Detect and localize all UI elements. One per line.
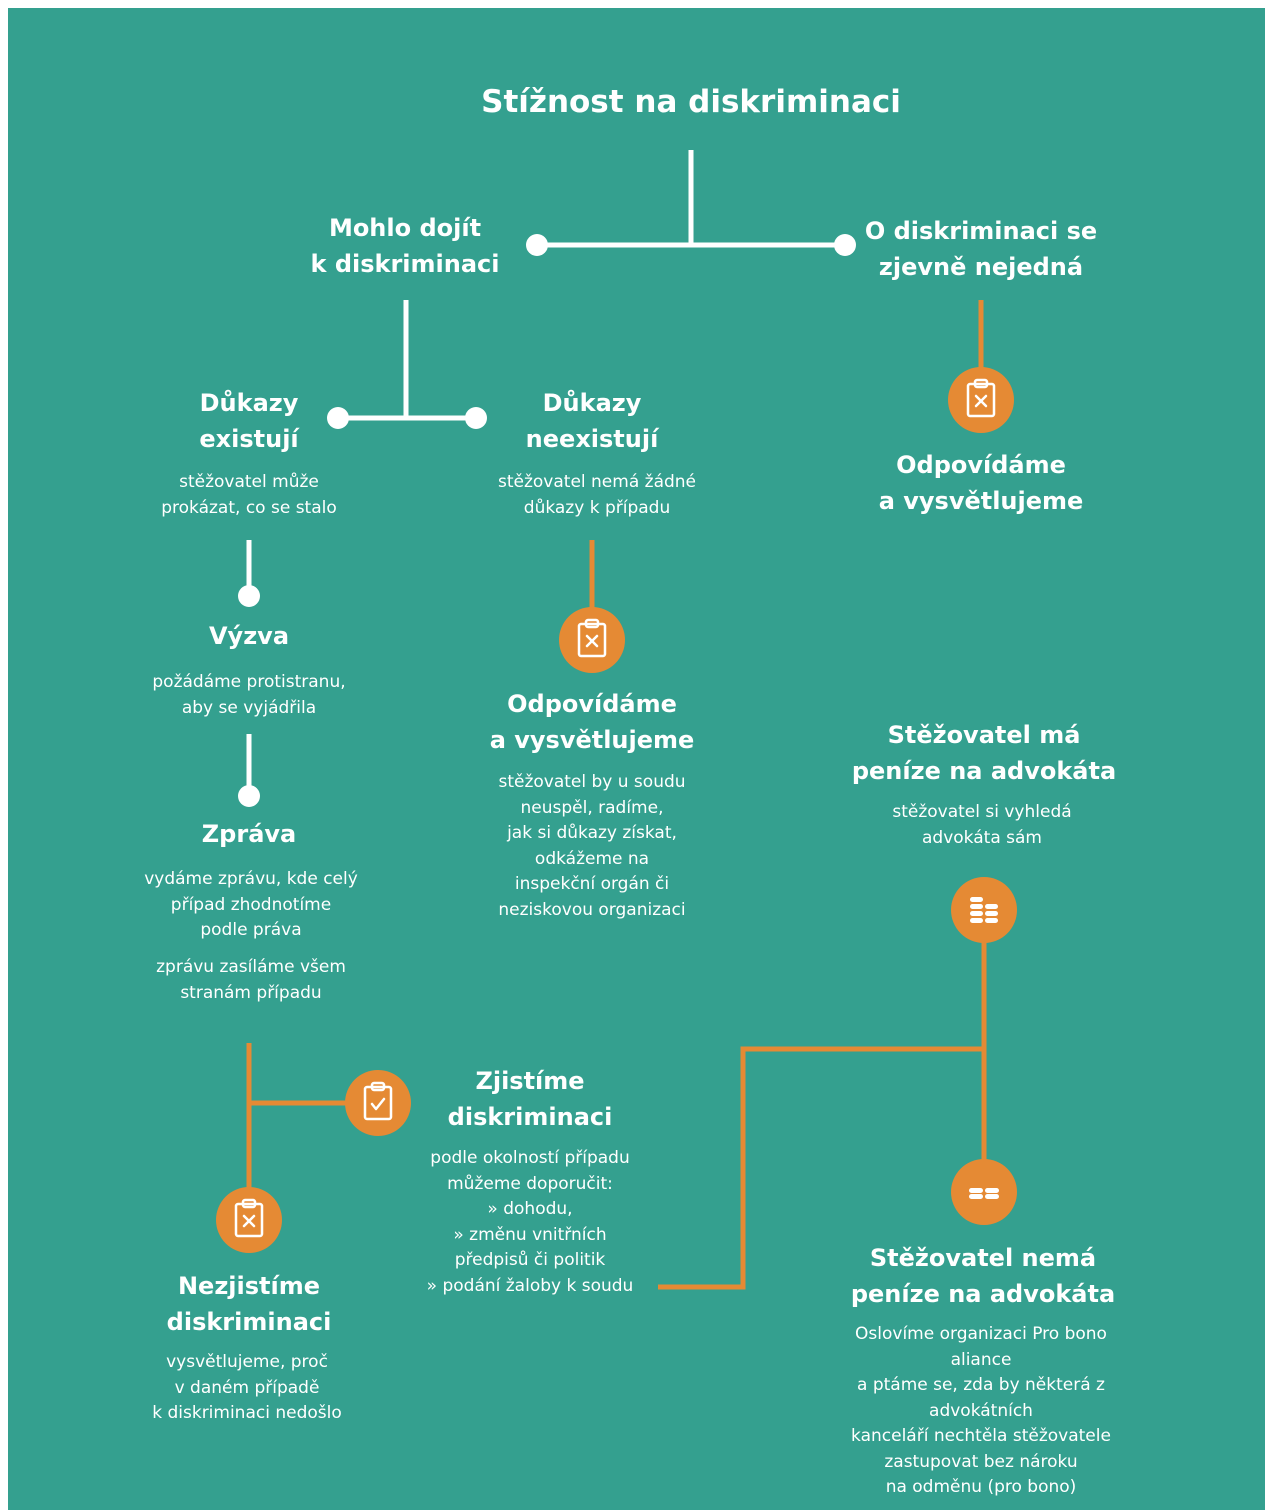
respond-center-text: stěžovatel by u soudu neuspěl, radíme, j… bbox=[498, 772, 686, 920]
respond-center-title: Odpovídáme a vysvětlujeme bbox=[489, 690, 695, 754]
report-text-evaluation: vydáme zprávu, kde celý případ zhodnotím… bbox=[144, 869, 358, 940]
node-dot bbox=[465, 407, 487, 429]
evidence-missing-text: stěžovatel nemá žádné důkazy k případu bbox=[497, 472, 697, 518]
evidence-exists-text: stěžovatel může prokázat, co se stalo bbox=[161, 472, 337, 518]
clipboard-check-icon bbox=[345, 1070, 411, 1136]
node-dot bbox=[238, 585, 260, 607]
found-recommendations: podle okolností případu můžeme doporučit… bbox=[426, 1148, 634, 1296]
clipboard-x-icon bbox=[216, 1187, 282, 1253]
no-money-text: Oslovíme organizaci Pro bono aliance a p… bbox=[851, 1324, 1111, 1497]
diagram-panel bbox=[8, 8, 1265, 1510]
page-title: Stížnost na diskriminaci bbox=[481, 84, 901, 120]
node-dot bbox=[526, 234, 548, 256]
report-text-distribution: zprávu zasíláme všem stranám případu bbox=[156, 957, 346, 1003]
not-found-text: vysvětlujeme, proč v daném případě k dis… bbox=[152, 1352, 342, 1423]
clipboard-x-icon bbox=[559, 607, 625, 673]
respond-right-title: Odpovídáme a vysvětlujeme bbox=[878, 451, 1084, 515]
challenge-text: požádáme protistranu, aby se vyjádřila bbox=[152, 672, 346, 718]
evidence-exists-title: Důkazy existují bbox=[199, 389, 299, 453]
found-title: Zjistíme diskriminaci bbox=[447, 1067, 613, 1131]
has-money-title: Stěžovatel má peníze na advokáta bbox=[851, 721, 1117, 785]
node-dot bbox=[834, 234, 856, 256]
clipboard-x-icon bbox=[948, 367, 1014, 433]
challenge-title: Výzva bbox=[208, 622, 290, 650]
coins-icon bbox=[951, 1159, 1017, 1225]
not-found-title: Nezjistíme diskriminaci bbox=[166, 1272, 332, 1336]
node-dot bbox=[238, 785, 260, 807]
no-money-title: Stěžovatel nemá peníze na advokáta bbox=[850, 1244, 1116, 1308]
has-money-text: stěžovatel si vyhledá advokáta sám bbox=[892, 802, 1072, 848]
coins-stack-icon bbox=[951, 877, 1017, 943]
evidence-missing-title: Důkazy neexistují bbox=[525, 389, 659, 453]
node-dot bbox=[327, 407, 349, 429]
branch-not-discrimination-title: O diskriminaci se zjevně nejedná bbox=[864, 217, 1098, 281]
connector-lawsuit-path bbox=[658, 1046, 984, 1290]
branch-possible-title: Mohlo dojít k diskriminaci bbox=[310, 214, 500, 278]
report-title: Zpráva bbox=[201, 820, 297, 848]
